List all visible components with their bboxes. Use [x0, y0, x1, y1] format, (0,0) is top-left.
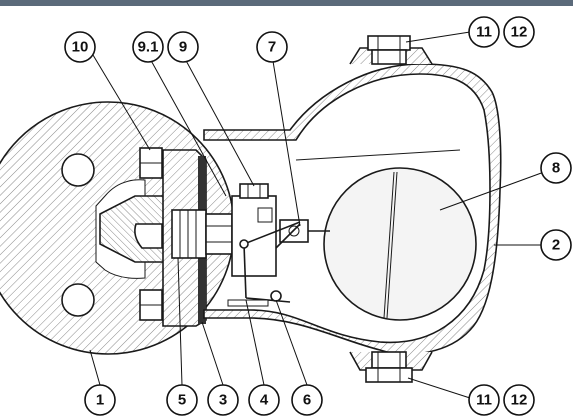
svg-text:10: 10 — [72, 39, 89, 56]
callout-6: 6 — [291, 384, 323, 416]
svg-text:9.1: 9.1 — [138, 39, 159, 56]
callout-10: 10 — [64, 31, 96, 63]
svg-text:11: 11 — [476, 392, 492, 409]
svg-text:7: 7 — [268, 39, 276, 56]
callout-4: 4 — [248, 384, 280, 416]
callout-2: 2 — [540, 229, 572, 261]
svg-text:2: 2 — [552, 237, 560, 254]
callout-7: 7 — [256, 31, 288, 63]
svg-text:11: 11 — [476, 24, 492, 41]
callout-5: 5 — [166, 384, 198, 416]
callout-12-bottom: 12 — [503, 384, 535, 416]
callout-11-top: 11 — [468, 16, 500, 48]
svg-text:12: 12 — [511, 24, 528, 41]
svg-text:1: 1 — [96, 392, 104, 409]
svg-text:12: 12 — [511, 392, 528, 409]
top-plug — [367, 35, 411, 65]
svg-text:6: 6 — [303, 392, 311, 409]
window-title-strip — [0, 0, 573, 6]
callout-3: 3 — [207, 384, 239, 416]
svg-text:9: 9 — [179, 39, 187, 56]
leader-lines — [89, 31, 556, 399]
callout-12-top: 12 — [503, 16, 535, 48]
float-ball — [323, 167, 477, 321]
valve-seat — [171, 209, 233, 259]
callout-9-1: 9.1 — [132, 31, 164, 63]
valve-housing — [231, 183, 277, 277]
svg-text:4: 4 — [260, 392, 269, 409]
svg-text:5: 5 — [178, 392, 186, 409]
callout-8: 8 — [540, 152, 572, 184]
bottom-plug — [365, 351, 413, 383]
lever-mechanism — [227, 219, 330, 307]
svg-text:3: 3 — [219, 392, 227, 409]
callout-9: 9 — [167, 31, 199, 63]
svg-text:8: 8 — [552, 160, 560, 177]
callout-1: 1 — [84, 384, 116, 416]
callout-11-bottom: 11 — [468, 384, 500, 416]
